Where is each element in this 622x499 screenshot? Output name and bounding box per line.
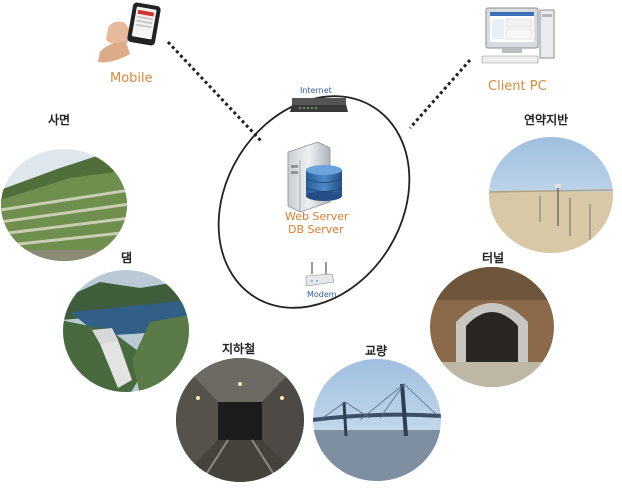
internet-label: Internet [300, 86, 332, 95]
client-pc-icon [481, 7, 555, 64]
site-photo-soft-ground [489, 137, 613, 253]
site-label-tunnel: 터널 [482, 250, 504, 265]
site-photo-bridge [313, 359, 441, 481]
modem-label: Modem [307, 290, 337, 299]
mobile-link-line [166, 40, 264, 144]
site-label-slope: 사면 [48, 112, 70, 127]
internet-router-icon [290, 98, 348, 112]
site-label-soft-ground: 연약지반 [524, 112, 568, 127]
site-label-bridge: 교량 [365, 344, 387, 358]
network-ellipse [217, 95, 411, 309]
client-pc-link-line [408, 59, 472, 129]
site-label-subway: 지하철 [222, 341, 255, 356]
site-label-dam: 댐 [121, 250, 132, 265]
web-server-label: Web Server [285, 210, 349, 223]
database-icon [305, 165, 343, 201]
site-photo-slope [1, 149, 127, 261]
site-photo-tunnel [430, 267, 554, 387]
site-photo-subway [176, 358, 304, 482]
modem-icon [305, 262, 335, 287]
mobile-phone-icon [98, 2, 161, 63]
client-pc-label: Client PC [488, 79, 547, 94]
site-photo-dam [63, 270, 189, 392]
db-server-label: DB Server [288, 223, 344, 236]
mobile-label: Mobile [110, 71, 153, 86]
